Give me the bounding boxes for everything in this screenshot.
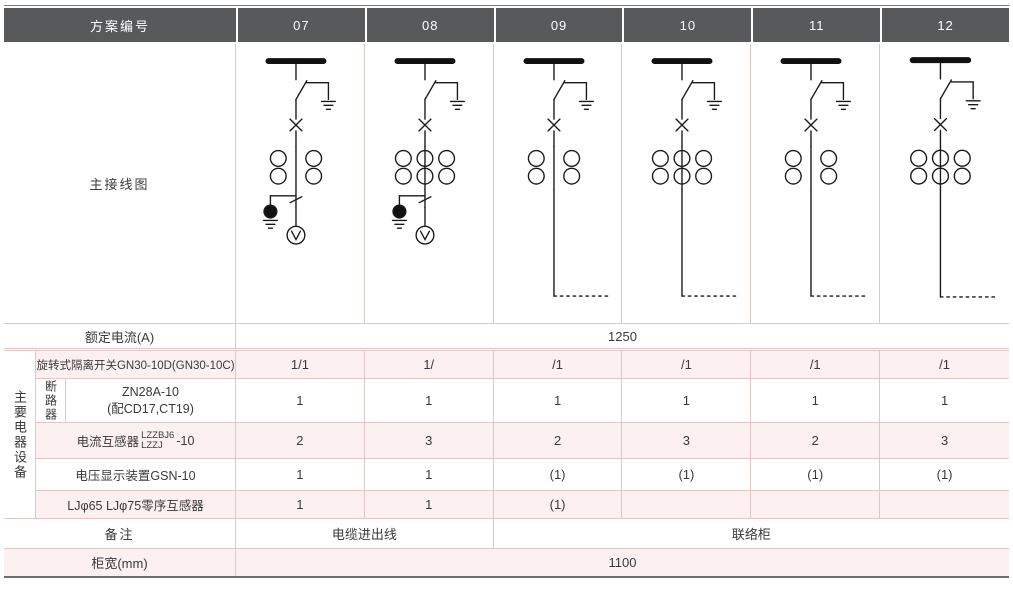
equipment-sub-label-breaker: 断路器 xyxy=(36,379,66,423)
remarks-tie-cabinet: 联络柜 xyxy=(493,519,1009,549)
equipment-name-disconnector: 旋转式隔离开关GN30-10D(GN30-10C) xyxy=(36,351,236,379)
equipment-value: 2 xyxy=(751,423,881,459)
equipment-value: 3 xyxy=(880,423,1009,459)
equipment-value: 1 xyxy=(364,379,494,423)
equipment-value: 1 xyxy=(622,379,752,423)
remarks-cable-in-out: 电缆进出线 xyxy=(236,519,494,549)
equipment-value: 1 xyxy=(364,459,494,491)
equipment-value: 2 xyxy=(493,423,623,459)
equipment-value: (1) xyxy=(880,459,1009,491)
ct-prefix: 电流互感器 xyxy=(76,435,140,449)
equipment-value: 1 xyxy=(236,459,365,491)
equipment-value: 1 xyxy=(493,379,623,423)
equipment-value: /1 xyxy=(751,351,881,379)
equipment-value: 1/ xyxy=(364,351,494,379)
rated-current-value: 1250 xyxy=(236,324,1009,351)
rated-current-label: 额定电流(A) xyxy=(4,324,236,351)
cabinet-width-value: 1100 xyxy=(236,549,1009,576)
equipment-value xyxy=(622,491,752,519)
equipment-group-label: 主要电器设备 xyxy=(4,351,36,519)
scheme-header-09: 09 xyxy=(493,8,623,44)
wiring-diagram xyxy=(751,44,881,324)
wiring-diagram xyxy=(622,44,752,324)
scheme-number-header: 方案编号 xyxy=(4,8,236,44)
scheme-header-08: 08 xyxy=(364,8,494,44)
equipment-name-breaker: ZN28A-10 (配CD17,CT19) xyxy=(66,379,236,423)
ct-suffix: -10 xyxy=(176,433,195,448)
breaker-config: (配CD17,CT19) xyxy=(107,401,194,416)
equipment-value: 1 xyxy=(751,379,881,423)
scheme-header-11: 11 xyxy=(751,8,881,44)
equipment-value: (1) xyxy=(751,459,881,491)
equipment-value: /1 xyxy=(622,351,752,379)
equipment-value: 1 xyxy=(364,491,494,519)
equipment-value: 3 xyxy=(622,423,752,459)
equipment-value: 1 xyxy=(236,491,365,519)
wiring-diagram xyxy=(493,44,623,324)
equipment-value: 1 xyxy=(880,379,1009,423)
wiring-diagram xyxy=(236,44,365,324)
wiring-diagram xyxy=(880,44,1009,324)
wiring-diagram xyxy=(364,44,494,324)
equipment-value: /1 xyxy=(493,351,623,379)
catalog-table: 方案编号 07 08 09 10 11 12 主接线图 额定电流(A) 1250… xyxy=(4,5,1009,578)
equipment-name-zero-sequence-ct: LJφ65 LJφ75零序互感器 xyxy=(36,491,236,519)
equipment-value xyxy=(880,491,1009,519)
scheme-header-07: 07 xyxy=(236,8,365,44)
equipment-value: 3 xyxy=(364,423,494,459)
cabinet-width-label: 柜宽(mm) xyxy=(4,549,236,576)
equipment-value: /1 xyxy=(880,351,1009,379)
equipment-value: 2 xyxy=(236,423,365,459)
remarks-label: 备注 xyxy=(4,519,236,549)
ct-model-bottom: LZZJ xyxy=(141,439,163,451)
equipment-value: 1 xyxy=(236,379,365,423)
ct-model-stack: LZZBJ6 LZZJ xyxy=(141,429,175,451)
breaker-model: ZN28A-10 xyxy=(122,384,179,399)
scheme-header-10: 10 xyxy=(622,8,752,44)
breaker-label-text: 断路器 xyxy=(43,379,58,422)
equipment-group-label-text: 主要电器设备 xyxy=(12,389,27,480)
equipment-value: (1) xyxy=(622,459,752,491)
equipment-value: (1) xyxy=(493,491,623,519)
wiring-diagram-label: 主接线图 xyxy=(4,44,236,324)
equipment-name-voltage-display: 电压显示装置GSN-10 xyxy=(36,459,236,491)
equipment-value: 1/1 xyxy=(236,351,365,379)
ct-model-top: LZZBJ6 xyxy=(141,429,175,441)
equipment-value: (1) xyxy=(493,459,623,491)
equipment-name-current-transformer: 电流互感器 LZZBJ6 LZZJ -10 xyxy=(36,423,236,459)
equipment-value xyxy=(751,491,881,519)
scheme-header-12: 12 xyxy=(880,8,1009,44)
